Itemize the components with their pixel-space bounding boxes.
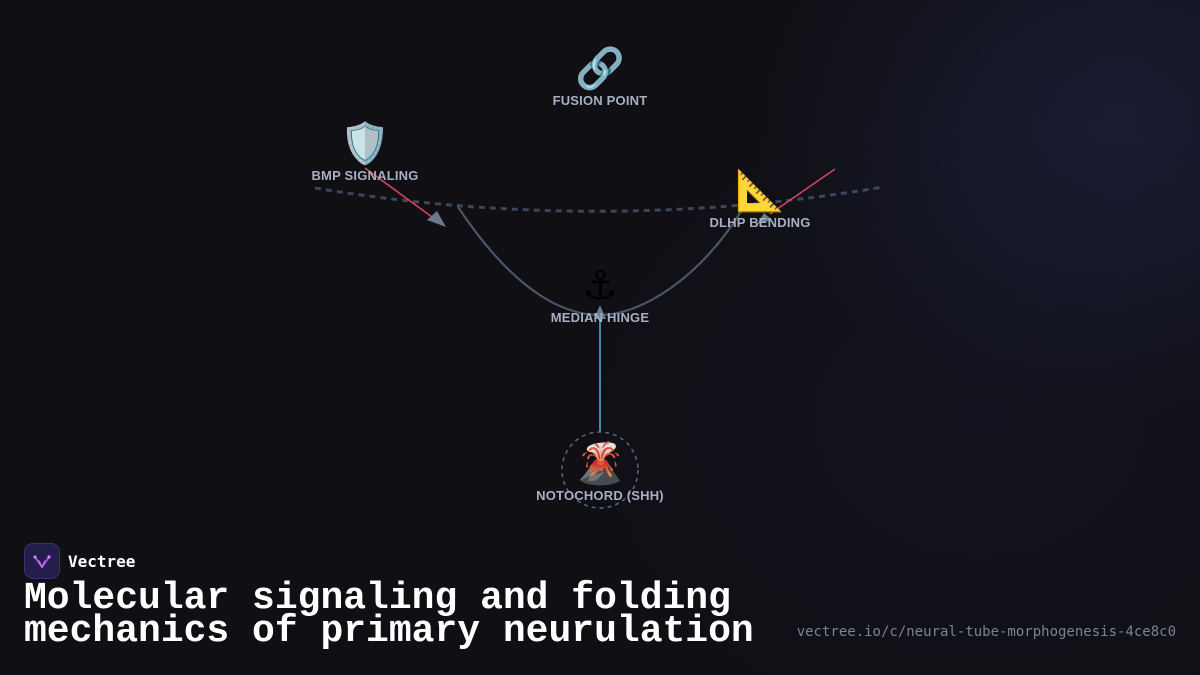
vectree-logo-icon: [24, 543, 60, 579]
node-label: NOTOCHORD (SHH): [536, 488, 664, 503]
node-label: MEDIAN HINGE: [550, 310, 650, 325]
node-bmp-signaling[interactable]: 🛡️ BMP SIGNALING: [275, 120, 455, 183]
node-median-hinge[interactable]: ⚓ MEDIAN HINGE: [510, 262, 690, 325]
link-icon: 🔗: [575, 46, 625, 92]
source-url[interactable]: vectree.io/c/neural-tube-morphogenesis-4…: [796, 624, 1176, 640]
node-label: FUSION POINT: [552, 93, 648, 108]
volcano-icon: 🌋: [575, 441, 625, 487]
node-notochord[interactable]: 🌋 NOTOCHORD (SHH): [510, 440, 690, 503]
arrowhead-hinge: [594, 305, 606, 319]
brand-name: Vectree: [68, 551, 136, 571]
arrowhead-bmp: [427, 211, 446, 227]
shield-icon: 🛡️: [340, 121, 390, 167]
triangular-ruler-icon: 📐: [735, 168, 785, 214]
brand: Vectree: [24, 543, 136, 579]
notochord-ring: [561, 431, 639, 509]
anchor-icon: ⚓: [582, 263, 618, 309]
arrowhead-dlhp: [757, 213, 772, 224]
edge-bmp-to-fold: [364, 167, 433, 218]
edge-dlhp-bending: [769, 168, 836, 215]
node-label: BMP SIGNALING: [311, 168, 419, 183]
node-label: DLHP BENDING: [709, 215, 811, 230]
edge-neural-plate-dashed: [314, 185, 884, 213]
page-title: Molecular signaling and folding mechanic…: [24, 577, 754, 653]
node-dlhp-bending[interactable]: 📐 DLHP BENDING: [670, 167, 850, 230]
node-fusion-point[interactable]: 🔗 FUSION POINT: [510, 45, 690, 108]
